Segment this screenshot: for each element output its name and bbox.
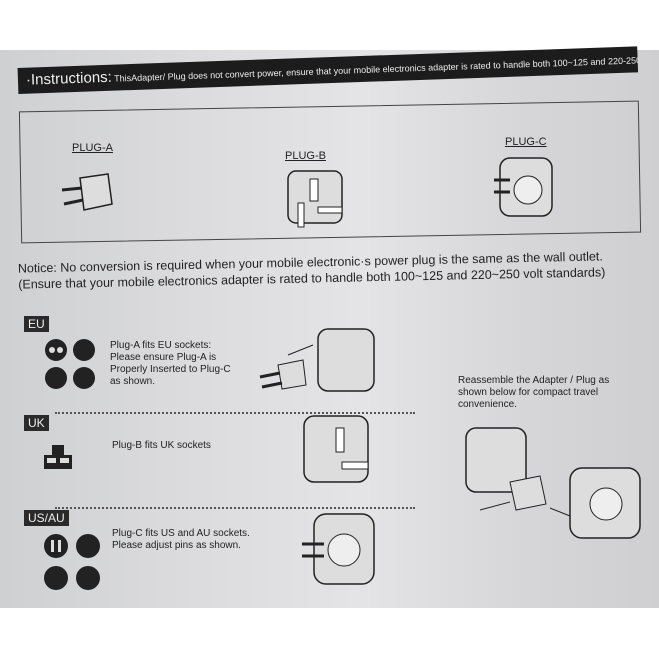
plug-b-illustration <box>287 170 343 228</box>
reassemble-illustration <box>465 427 641 539</box>
eu-tag: EU <box>24 316 49 332</box>
reassemble-text: Reassemble the Adapter / Plug as shown b… <box>458 375 610 410</box>
instructions-heading: ·Instructions: <box>25 68 113 89</box>
plug-c-label: PLUG-C <box>505 136 547 148</box>
divider <box>55 412 415 414</box>
us-au-tag: US/AU <box>24 510 69 526</box>
uk-socket-icon <box>44 445 72 469</box>
plug-a-illustration <box>61 173 113 211</box>
eu-insert-illustration <box>259 328 375 392</box>
plug-b-label: PLUG-B <box>285 150 326 162</box>
us-au-socket-icons <box>44 534 100 590</box>
uk-text: Plug-B fits UK sockets <box>112 440 211 451</box>
plug-c-illustration <box>494 157 553 217</box>
plug-c-us-illustration <box>302 513 375 585</box>
uk-tag: UK <box>24 415 49 431</box>
eu-text: Plug-A fits EU sockets: Please ensure Pl… <box>110 340 231 387</box>
us-au-text: Plug-C fits US and AU sockets. Please ad… <box>112 528 250 551</box>
divider <box>55 507 415 509</box>
plug-b-uk-illustration <box>303 415 369 483</box>
plug-a-label: PLUG-A <box>72 142 113 154</box>
eu-socket-icons <box>45 339 95 389</box>
